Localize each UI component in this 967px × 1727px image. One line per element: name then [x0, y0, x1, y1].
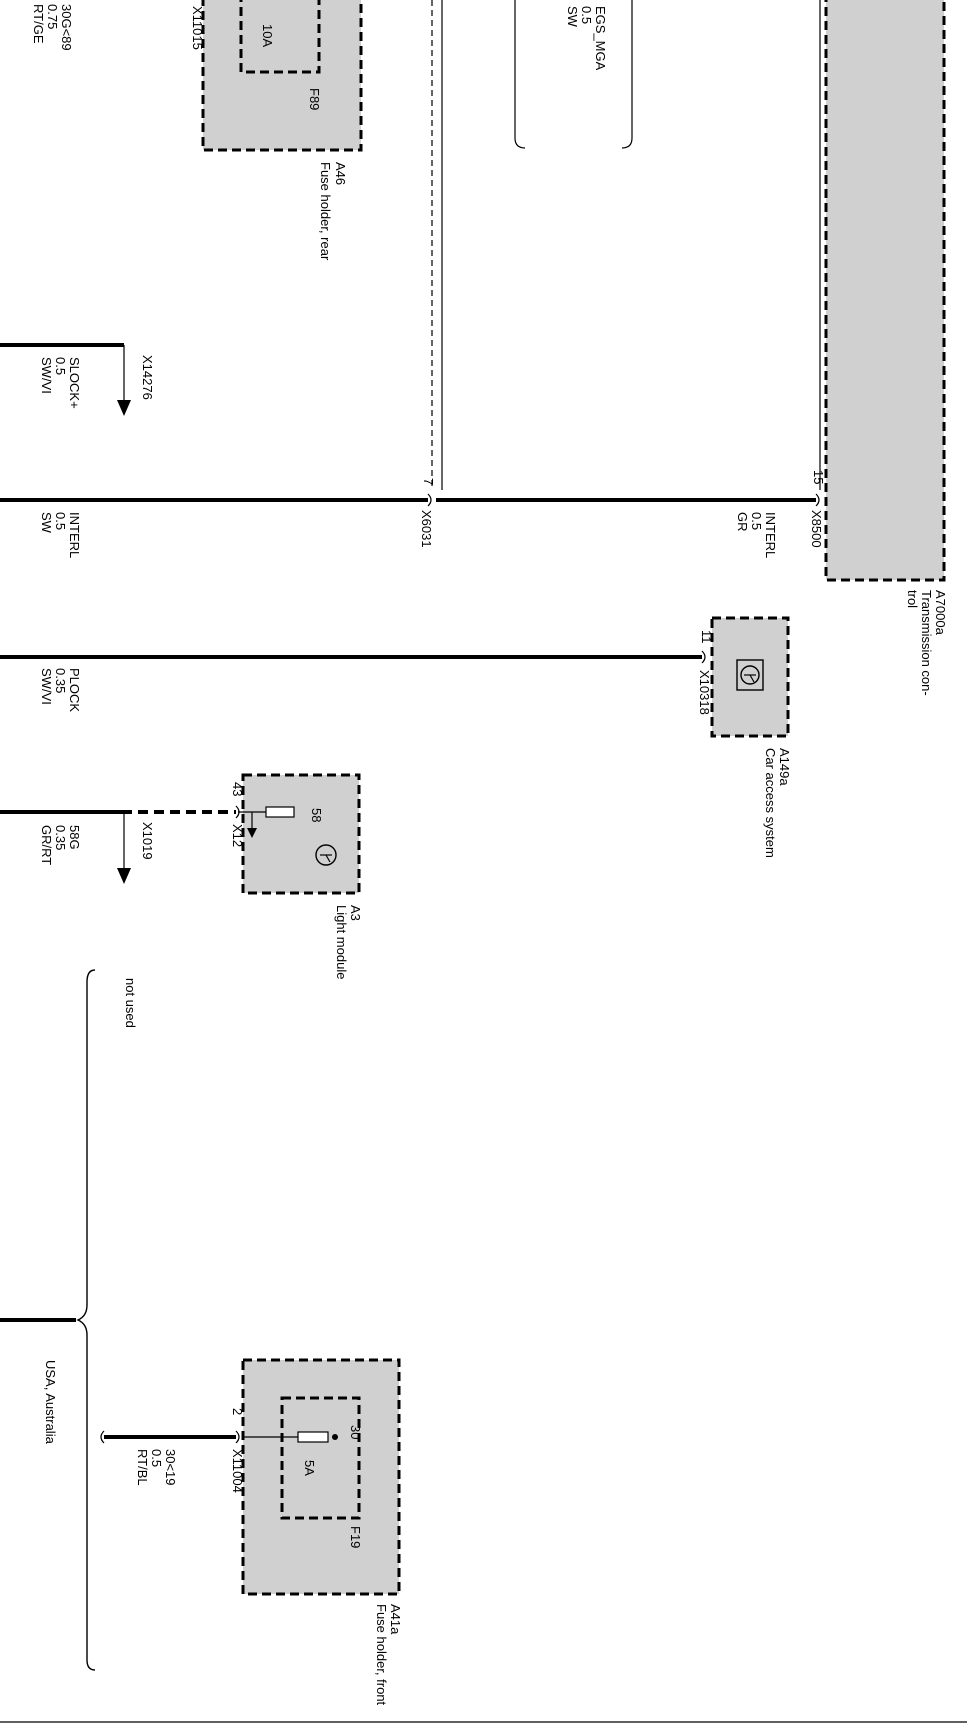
resistor-icon — [265, 806, 295, 818]
connector-x11015: X11015 — [190, 6, 205, 50]
transmission-control[interactable]: A7000a Transmission con- trol — [819, 0, 948, 696]
car-access-ecu-icon-frame — [736, 659, 764, 691]
light-module-box — [241, 773, 361, 895]
wire-interl-right-color: GR — [735, 512, 750, 532]
transmission-label-1: Transmission con- — [919, 590, 934, 696]
car-access-system[interactable]: A149a Car access system — [710, 616, 792, 858]
internal-ground-arrow — [247, 828, 257, 838]
wire-plock-name: PLOCK — [67, 668, 82, 712]
wire-30-19-name: 30<19 — [163, 1449, 178, 1486]
variant-brace-path — [76, 969, 96, 1671]
wire-egs-color: SW — [565, 6, 580, 28]
ecu-icon — [740, 665, 760, 685]
wire-egs-size: 0.5 — [579, 6, 594, 24]
wire-30-19-group[interactable]: 2 X11004 30<19 0.5 RT/BL — [100, 1408, 298, 1493]
transmission-control-box — [824, 0, 946, 582]
ground-x1019-arrow — [117, 868, 131, 884]
note-usa-australia: USA, Australia — [43, 1360, 58, 1445]
wire-30g89-color: RT/GE — [31, 4, 46, 44]
transmission-label-2: trol — [905, 590, 920, 608]
connector-x11004-pin: 2 — [230, 1408, 245, 1415]
wire-58g-size: 0.35 — [53, 825, 68, 850]
connector-x12-pin: 43 — [230, 782, 245, 796]
fuse-holder-rear-id: A46 — [333, 162, 348, 185]
connector-x10318-symbol — [701, 650, 706, 664]
fuse-f19-internal: 30 — [348, 1425, 363, 1439]
fuse-f89-rating: 10A — [260, 24, 275, 47]
fuse-holder-front-id: A41a — [388, 1604, 403, 1635]
connector-x11004: X11004 — [230, 1449, 245, 1493]
wire-interl-left-size: 0.5 — [53, 512, 68, 530]
slock-arrow-head — [117, 400, 131, 416]
fuse-holder-front-box — [241, 1358, 401, 1596]
wire-30-19-color: RT/BL — [135, 1449, 150, 1486]
fuse-holder-rear-box — [201, 0, 363, 152]
connector-x12-symbol — [235, 805, 240, 819]
wire-egs-name: EGS_MGA — [593, 6, 608, 71]
ecu-icon — [315, 844, 337, 866]
joint-x6031: X6031 — [419, 510, 434, 548]
fuse-holder-rear-label: Fuse holder, rear — [318, 162, 333, 261]
wire-30-19-size: 0.5 — [149, 1449, 164, 1467]
connector-x8500: X8500 — [809, 510, 824, 548]
car-access-label: Car access system — [763, 748, 778, 858]
light-module-id: A3 — [348, 905, 363, 921]
connector-x1019: X1019 — [140, 822, 155, 860]
wire-interl-left-color: SW — [39, 512, 54, 534]
light-module[interactable]: 58 A3 Light module — [238, 773, 363, 979]
wire-interl-right-size: 0.5 — [749, 512, 764, 530]
light-module-label: Light module — [334, 905, 349, 979]
transmission-id: A7000a — [933, 590, 948, 636]
interl-wire-group[interactable]: 7 X6031 15 X8500 INTERL 0.5 SW INTERL 0.… — [0, 470, 826, 558]
wire-30g89-size: 0.75 — [45, 4, 60, 29]
wire-slock-size: 0.5 — [53, 357, 68, 375]
ecu-icon-stem — [749, 674, 755, 683]
variant-brace: not used USA, Australia — [0, 969, 138, 1671]
joint-x6031-symbol — [427, 493, 432, 507]
wire-58g-name: 58G — [67, 825, 82, 850]
slock-wire-group[interactable]: X14276 SLOCK+ 0.5 SW/VI — [0, 343, 155, 416]
fuse-holder-rear[interactable]: 10A F89 A46 Fuse holder, rear — [201, 0, 363, 261]
wire-interl-right-name: INTERL — [763, 512, 778, 558]
wire-slock-name: SLOCK+ — [67, 357, 82, 409]
fuse-f19-label: F19 — [348, 1526, 363, 1548]
car-access-box — [710, 616, 790, 738]
egs-bracket-left — [514, 0, 526, 149]
connector-x8500-symbol — [815, 493, 820, 507]
egs-bracket-right — [621, 0, 633, 149]
note-not-used: not used — [123, 978, 138, 1028]
fuse-holder-front[interactable]: 30 5A F19 A41a Fuse holder, front — [241, 1358, 403, 1706]
wire-slock-color: SW/VI — [39, 357, 54, 394]
joint-x6031-pin: 7 — [421, 478, 436, 485]
wire-58g-group[interactable]: X1019 43 X12 58G 0.35 GR/RT — [0, 782, 245, 884]
wire-30g89-name: 30G<89 — [59, 4, 74, 51]
fuse-f89-box — [239, 0, 321, 74]
connector-x11004-symbol — [235, 1430, 240, 1444]
connector-x8500-pin: 15 — [811, 470, 826, 484]
car-access-id: A149a — [777, 748, 792, 786]
wire-58g-color: GR/RT — [39, 825, 54, 865]
connector-x14276: X14276 — [140, 355, 155, 400]
wire-interl-left-name: INTERL — [67, 512, 82, 558]
connector-x12: X12 — [230, 824, 245, 847]
fuse-f89-label: F89 — [307, 88, 322, 110]
ecu-icon-stem — [325, 854, 331, 863]
fuse-f19-icon — [297, 1431, 329, 1443]
plock-wire-group[interactable]: 11 X10318 PLOCK 0.35 SW/VI — [0, 630, 714, 715]
fuse-f19-rating: 5A — [302, 1460, 317, 1476]
light-module-internal: 58 — [309, 808, 324, 822]
connector-x10318-pin: 11 — [699, 630, 714, 644]
wire-plock-size: 0.35 — [53, 668, 68, 693]
wire-plock-color: SW/VI — [39, 668, 54, 705]
connector-x10318: X10318 — [697, 670, 712, 715]
fuse-holder-front-label: Fuse holder, front — [374, 1604, 389, 1706]
wire-30-19-end — [100, 1430, 105, 1444]
fuse-f19-terminal — [332, 1434, 338, 1440]
